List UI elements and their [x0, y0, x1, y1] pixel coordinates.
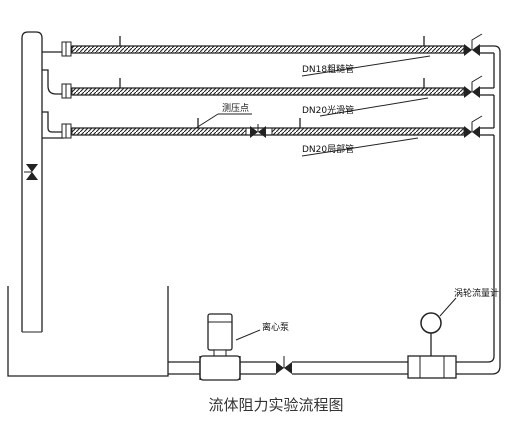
- label-local-pipe: DN20局部管: [302, 143, 354, 155]
- riser-valve-icon[interactable]: [24, 164, 38, 180]
- right-valve-2-icon[interactable]: [464, 75, 483, 98]
- outlet-valve-icon[interactable]: [276, 356, 292, 374]
- label-flowmeter: 涡轮流量计: [454, 287, 499, 299]
- label-pump: 离心泵: [262, 321, 289, 333]
- bottom-main-line: [168, 361, 408, 375]
- label-rough-pipe: DN18粗糙管: [302, 63, 354, 75]
- diagram-title: 流体阻力实验流程图: [208, 396, 343, 414]
- riser-pipe: [21, 31, 43, 333]
- pipe-local: [61, 118, 465, 139]
- local-valve-icon[interactable]: [250, 124, 266, 138]
- water-tank: [7, 286, 169, 377]
- left-header: [42, 51, 64, 139]
- leader-lines: [195, 55, 457, 341]
- centrifugal-pump-icon: [199, 313, 241, 381]
- right-valve-3-icon[interactable]: [464, 115, 483, 138]
- right-header: [456, 45, 501, 375]
- pipe-smooth: [61, 78, 465, 99]
- label-pressure-point: 测压点: [222, 103, 249, 114]
- pipe-rough: [61, 36, 465, 57]
- right-valve-1-icon[interactable]: [464, 33, 483, 56]
- turbine-flowmeter-icon: [407, 312, 457, 379]
- label-smooth-pipe: DN20光滑管: [302, 104, 354, 116]
